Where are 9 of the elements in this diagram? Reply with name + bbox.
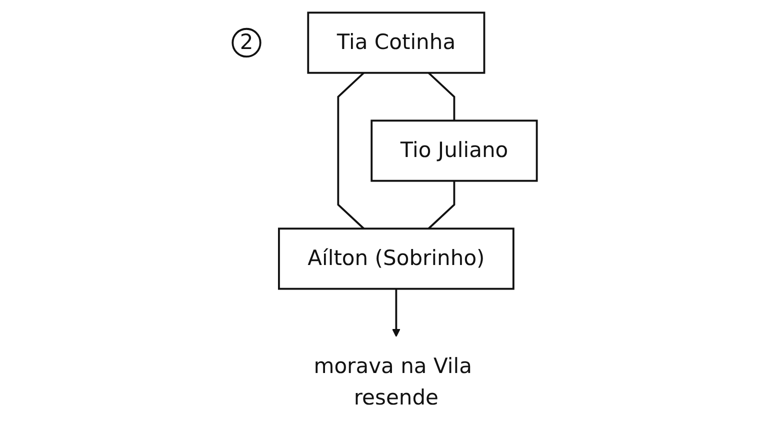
connector (428, 180, 456, 230)
connector (428, 72, 456, 121)
node-circle: 2 (232, 28, 262, 58)
node-box: Tio Juliano (370, 120, 538, 182)
node-box: Aílton (Sobrinho) (278, 228, 515, 290)
connector (337, 72, 365, 230)
node-box: Tia Cotinha (307, 12, 486, 74)
arrow (392, 288, 401, 337)
node-text: morava na Vila resende (314, 354, 472, 410)
